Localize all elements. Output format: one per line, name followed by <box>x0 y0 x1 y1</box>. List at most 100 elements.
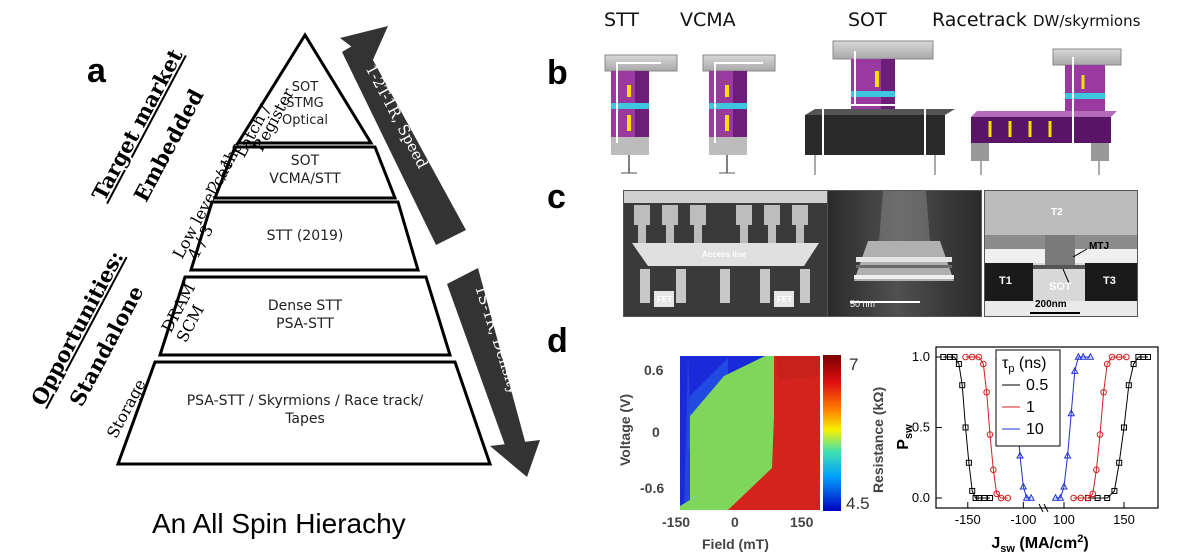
data-point-1-positive-6 <box>1100 388 1107 396</box>
colorbar-tick-low: 4.5 <box>846 494 870 513</box>
label-racetrack: Racetrack DW/skyrmions <box>932 9 1140 31</box>
label-stt: STT <box>604 9 639 31</box>
label-mtj: MTJ <box>1089 241 1109 252</box>
tier-1-line-1: SOT <box>291 80 319 95</box>
data-point-0.5-negative-3 <box>955 361 962 368</box>
label-access-line: Access line <box>702 250 747 259</box>
heatmap-ytick-2: -0.6 <box>640 480 665 496</box>
data-point-1-negative-0 <box>962 353 969 361</box>
data-point-10-negative-5 <box>1016 451 1024 459</box>
data-point-1-positive-7 <box>1103 360 1111 368</box>
heatmap-ytick-1: 0 <box>652 424 660 440</box>
series-line-0.5-negative <box>943 356 990 499</box>
colorbar-label: Resistance (kΩ) <box>870 386 886 493</box>
data-point-0.5-negative-2 <box>951 354 958 360</box>
data-point-0.5-negative-4 <box>959 382 966 389</box>
data-point-0.5-negative-8 <box>972 495 979 501</box>
label-t1: T1 <box>999 275 1012 287</box>
data-point-10-positive-0 <box>1051 493 1060 501</box>
data-point-10-positive-2 <box>1060 482 1068 490</box>
density-arrow-head <box>490 440 540 477</box>
density-arrow-body <box>447 268 526 448</box>
y-tick-label-0: 1.0 <box>912 349 930 364</box>
panel-letter-c: c <box>547 178 566 216</box>
data-point-0.5-positive-3 <box>1111 487 1118 494</box>
heatmap-ytick-0: 0.6 <box>644 362 664 378</box>
data-point-0.5-negative-11 <box>987 495 993 501</box>
pyramid-tier-5 <box>115 360 493 466</box>
pyramid-tier-3 <box>188 200 421 272</box>
heatmap-high-region <box>728 356 820 510</box>
data-point-1-positive-3 <box>1089 490 1097 498</box>
label-vcma: VCMA <box>680 9 736 31</box>
label-sot-region: SOT <box>1049 281 1072 293</box>
tier-5-line-1: PSA-STT / Skyrmions / Race track/ <box>186 393 424 409</box>
data-point-0.5-positive-4 <box>1116 459 1123 466</box>
tier-4-text: Dense STT PSA-STT <box>200 298 410 333</box>
series-line-1-positive <box>1073 356 1127 499</box>
tier-2-text: SOT VCMA/STT <box>240 153 370 188</box>
data-point-1-positive-10 <box>1123 353 1130 361</box>
panel-letter-d: d <box>547 322 568 360</box>
data-point-0.5-positive-2 <box>1104 495 1111 501</box>
data-point-10-positive-3 <box>1063 451 1072 459</box>
data-point-1-positive-4 <box>1093 466 1100 474</box>
vcma-device <box>702 54 776 174</box>
label-fet-right: FET <box>777 295 793 304</box>
heatmap-xtick-1: 0 <box>731 514 739 530</box>
panel-letter-b: b <box>547 54 568 92</box>
panel-letter-a: a <box>87 52 106 90</box>
speed-arrow-body <box>342 40 466 245</box>
heatmap-xlabel: Field (mT) <box>702 536 769 552</box>
tier-1-line-3: Optical <box>282 112 328 128</box>
data-point-0.5-negative-1 <box>947 354 953 360</box>
heatmap-ylabel: Voltage (V) <box>617 393 633 466</box>
data-point-0.5-negative-9 <box>975 495 982 501</box>
data-point-0.5-positive-6 <box>1125 382 1132 389</box>
data-point-0.5-positive-5 <box>1121 424 1127 431</box>
data-point-10-negative-8 <box>1027 493 1035 501</box>
tier-5-line-2: Tapes <box>285 410 325 427</box>
data-point-10-positive-1 <box>1056 493 1065 501</box>
stt-device <box>604 54 678 174</box>
sot-device <box>805 40 955 175</box>
label-fet-left: FET <box>657 295 673 304</box>
label-t3: T3 <box>1103 275 1116 287</box>
tem-image-2-graphic <box>850 191 954 303</box>
data-point-10-positive-6 <box>1074 352 1083 360</box>
heatmap-mid-region <box>680 356 785 510</box>
heatmap-xtick-2: 150 <box>790 514 814 530</box>
data-point-1-negative-2 <box>975 353 983 361</box>
tier-3-line-1: STT (2019) <box>266 228 344 244</box>
heatmap-xtick-0: -150 <box>662 514 691 530</box>
x-tick-label-1: -100 <box>1010 512 1036 527</box>
data-point-1-positive-8 <box>1108 353 1116 361</box>
data-point-10-negative-7 <box>1022 493 1031 501</box>
tier-5-text: PSA-STT / Skyrmions / Race track/ Tapes <box>140 393 470 428</box>
data-point-10-positive-8 <box>1086 352 1095 360</box>
tier-4-line-2: PSA-STT <box>276 315 334 332</box>
data-point-1-positive-2 <box>1084 494 1092 502</box>
panel-a-title: An All Spin Hierachy <box>152 508 406 539</box>
data-point-1-negative-1 <box>968 353 976 361</box>
pyramid-diagram <box>115 26 540 477</box>
tem-image-3-graphic <box>985 191 1137 316</box>
data-point-1-negative-5 <box>986 431 994 438</box>
y-tick-label-2: 0.0 <box>912 490 930 505</box>
tem-image-1-graphic <box>624 191 827 307</box>
data-point-0.5-positive-1 <box>1094 495 1101 501</box>
x-tick-label-0: -150 <box>955 512 981 527</box>
tier-3-text: STT (2019) <box>220 228 390 246</box>
legend-box <box>995 349 1061 447</box>
colorbar-tick-high: 7 <box>849 355 859 374</box>
data-point-1-negative-9 <box>1004 494 1012 502</box>
heatmap-plot <box>680 356 820 510</box>
device-schematics <box>604 40 1122 175</box>
tier-1-text: SOT STMG Optical <box>260 80 350 129</box>
label-racetrack-main: Racetrack <box>932 9 1027 31</box>
data-point-1-negative-3 <box>980 360 987 368</box>
data-point-0.5-negative-10 <box>981 495 988 501</box>
data-point-1-positive-5 <box>1096 431 1104 438</box>
tier-2-line-1: SOT <box>290 153 320 169</box>
